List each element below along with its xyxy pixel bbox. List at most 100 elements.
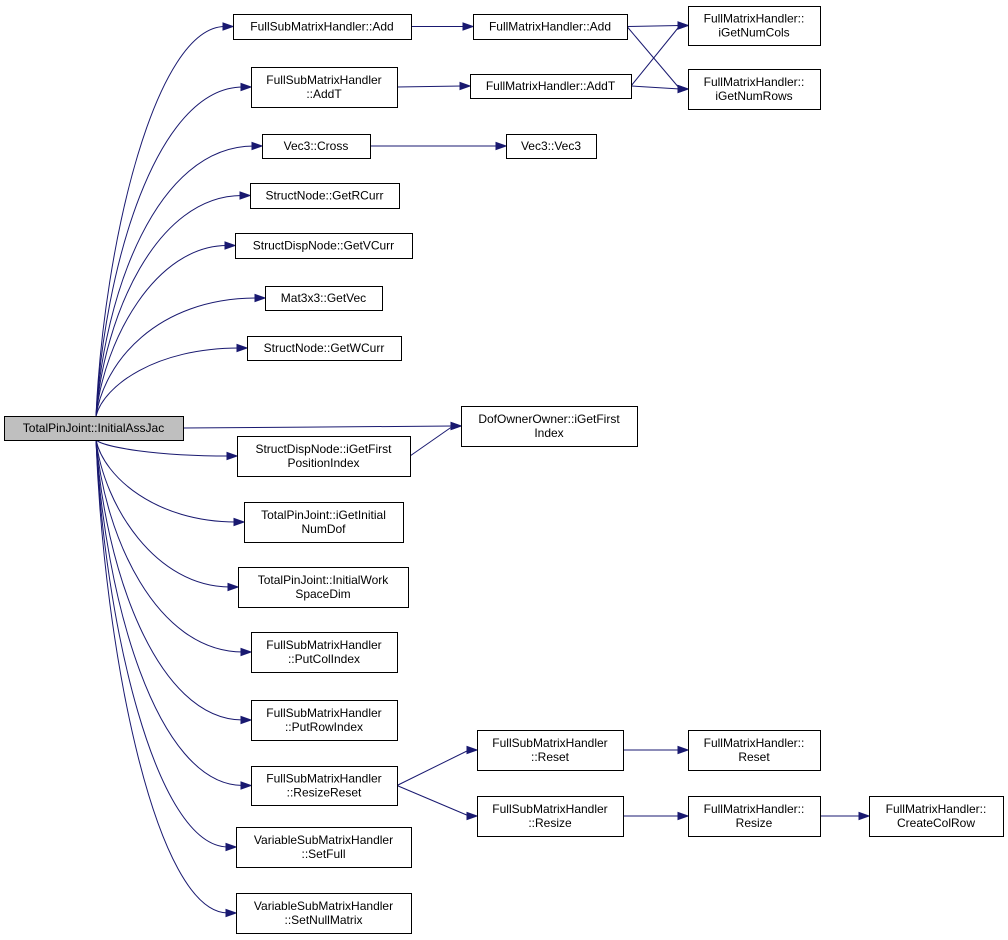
node-label: TotalPinJoint::InitialAssJac bbox=[23, 421, 164, 435]
edge-root-to-tpj_workspace-arrowhead bbox=[227, 582, 240, 592]
node-box bbox=[265, 286, 383, 311]
node-box bbox=[262, 134, 371, 159]
edge-fsmh_add-to-fmh_add-arrowhead bbox=[462, 22, 475, 31]
node-fsmh-addt[interactable]: FullSubMatrixHandler::AddT bbox=[251, 67, 398, 108]
node-box bbox=[236, 827, 412, 868]
edge-root-to-sdn_getvcurr bbox=[95, 245, 228, 417]
node-label: TotalPinJoint::InitialWork bbox=[258, 573, 390, 587]
node-label: Vec3::Vec3 bbox=[521, 139, 581, 153]
node-box bbox=[236, 893, 412, 934]
node-mat-getvec[interactable]: Mat3x3::GetVec bbox=[265, 286, 383, 311]
node-label: ::Resize bbox=[528, 816, 572, 830]
node-fsmh-resizereset[interactable]: FullSubMatrixHandler::ResizeReset bbox=[251, 766, 398, 806]
node-label: FullMatrixHandler::AddT bbox=[486, 79, 616, 93]
node-box bbox=[688, 6, 821, 46]
edge-fmh_addt-to-fmh_cols bbox=[630, 25, 681, 87]
node-fmh-reset[interactable]: FullMatrixHandler::Reset bbox=[688, 730, 821, 771]
call-edges bbox=[95, 21, 871, 918]
node-box bbox=[233, 14, 412, 40]
node-box bbox=[235, 233, 413, 259]
node-label: FullMatrixHandler:: bbox=[704, 736, 805, 750]
edge-fsmh_resize-to-fmh_resize-arrowhead bbox=[677, 811, 690, 821]
node-sdn-getvcurr[interactable]: StructDispNode::GetVCurr bbox=[235, 233, 413, 259]
node-box bbox=[4, 416, 184, 441]
node-label: FullMatrixHandler:: bbox=[886, 802, 987, 816]
node-label: ::PutRowIndex bbox=[285, 720, 363, 734]
node-fmh-resize[interactable]: FullMatrixHandler::Resize bbox=[688, 796, 821, 837]
node-label: FullSubMatrixHandler bbox=[492, 802, 607, 816]
edge-fsmh_resizereset-to-fsmh_reset-arrowhead bbox=[466, 745, 479, 755]
node-label: FullSubMatrixHandler bbox=[266, 772, 381, 786]
node-label: TotalPinJoint::iGetInitial bbox=[261, 508, 386, 522]
node-label: Reset bbox=[738, 750, 770, 764]
edge-fsmh_addt-to-fmh_addt bbox=[396, 85, 463, 88]
node-fsmh-resize[interactable]: FullSubMatrixHandler::Resize bbox=[477, 796, 624, 837]
node-box bbox=[688, 69, 821, 110]
node-sn-getwcurr[interactable]: StructNode::GetWCurr bbox=[247, 336, 402, 361]
node-fsmh-add[interactable]: FullSubMatrixHandler::Add bbox=[233, 14, 412, 40]
edge-sdn_firstpos-to-doo_first-arrowhead bbox=[450, 421, 463, 431]
node-fmh-addt[interactable]: FullMatrixHandler::AddT bbox=[470, 74, 632, 99]
edge-fmh_add-to-fmh_cols bbox=[626, 25, 681, 27]
edge-root-to-sn_getrcurr bbox=[95, 195, 243, 417]
edge-root-to-vsmh_setfull bbox=[95, 439, 229, 848]
node-fmh-createcolrow[interactable]: FullMatrixHandler::CreateColRow bbox=[869, 796, 1004, 837]
edge-fmh_addt-to-fmh_rows-arrowhead bbox=[677, 84, 690, 94]
edge-fmh_addt-to-fmh_rows bbox=[630, 85, 681, 90]
node-fsmh-putrow[interactable]: FullSubMatrixHandler::PutRowIndex bbox=[251, 700, 398, 741]
edge-root-to-fsmh_add bbox=[95, 26, 226, 417]
edge-root-to-fsmh_putrow-arrowhead bbox=[240, 715, 253, 725]
node-box bbox=[237, 436, 411, 477]
node-label: FullSubMatrixHandler bbox=[492, 736, 607, 750]
node-label: FullMatrixHandler:: bbox=[704, 802, 805, 816]
node-vec3-cross[interactable]: Vec3::Cross bbox=[262, 134, 371, 159]
edge-sdn_firstpos-to-doo_first bbox=[409, 425, 454, 457]
node-box bbox=[477, 730, 624, 771]
node-box bbox=[238, 567, 409, 608]
node-label: iGetNumRows bbox=[715, 89, 792, 103]
node-sn-getrcurr[interactable]: StructNode::GetRCurr bbox=[250, 183, 400, 209]
node-vsmh-setfull[interactable]: VariableSubMatrixHandler::SetFull bbox=[236, 827, 412, 868]
edge-root-to-fsmh_resizereset-arrowhead bbox=[240, 781, 253, 790]
node-fmh-cols[interactable]: FullMatrixHandler::iGetNumCols bbox=[688, 6, 821, 46]
edge-root-to-sdn_getvcurr-arrowhead bbox=[224, 241, 237, 250]
node-label: VariableSubMatrixHandler bbox=[254, 899, 393, 913]
node-label: ::AddT bbox=[306, 87, 342, 101]
edge-root-to-fsmh_putrow bbox=[95, 439, 244, 721]
node-root[interactable]: TotalPinJoint::InitialAssJac bbox=[4, 416, 184, 441]
node-label: NumDof bbox=[301, 522, 346, 536]
node-box bbox=[688, 730, 821, 771]
node-fmh-add[interactable]: FullMatrixHandler::Add bbox=[473, 14, 628, 40]
edge-root-to-fsmh_add-arrowhead bbox=[222, 22, 235, 31]
node-box bbox=[251, 632, 398, 673]
edge-fmh_resize-to-fmh_createcolrow-arrowhead bbox=[858, 811, 871, 821]
edge-root-to-sdn_firstpos bbox=[95, 439, 230, 457]
edge-fmh_addt-to-fmh_cols-arrowhead bbox=[677, 21, 690, 30]
edge-root-to-mat_getvec bbox=[95, 297, 258, 417]
node-fmh-rows[interactable]: FullMatrixHandler::iGetNumRows bbox=[688, 69, 821, 110]
node-label: CreateColRow bbox=[897, 816, 975, 830]
node-label: SpaceDim bbox=[295, 587, 350, 601]
node-fsmh-putcol[interactable]: FullSubMatrixHandler::PutColIndex bbox=[251, 632, 398, 673]
node-label: FullMatrixHandler:: bbox=[704, 12, 805, 26]
node-label: DofOwnerOwner::iGetFirst bbox=[478, 412, 620, 426]
edge-root-to-sn_getrcurr-arrowhead bbox=[239, 191, 252, 200]
node-label: PositionIndex bbox=[287, 456, 359, 470]
node-label: FullSubMatrixHandler bbox=[266, 638, 381, 652]
node-label: ::PutColIndex bbox=[288, 652, 360, 666]
node-vec3-vec3[interactable]: Vec3::Vec3 bbox=[506, 134, 597, 159]
node-label: FullSubMatrixHandler::Add bbox=[250, 20, 393, 34]
node-box bbox=[251, 67, 398, 108]
edge-root-to-sn_getwcurr-arrowhead bbox=[236, 343, 249, 353]
edge-fsmh_reset-to-fmh_reset-arrowhead bbox=[677, 745, 690, 755]
edge-root-to-vsmh_setfull-arrowhead bbox=[225, 842, 238, 852]
node-box bbox=[247, 336, 402, 361]
node-fsmh-reset[interactable]: FullSubMatrixHandler::Reset bbox=[477, 730, 624, 771]
edge-root-to-fsmh_resizereset bbox=[95, 439, 244, 786]
node-vsmh-setnull[interactable]: VariableSubMatrixHandler::SetNullMatrix bbox=[236, 893, 412, 934]
edge-root-to-vsmh_setnull-arrowhead bbox=[225, 908, 238, 918]
